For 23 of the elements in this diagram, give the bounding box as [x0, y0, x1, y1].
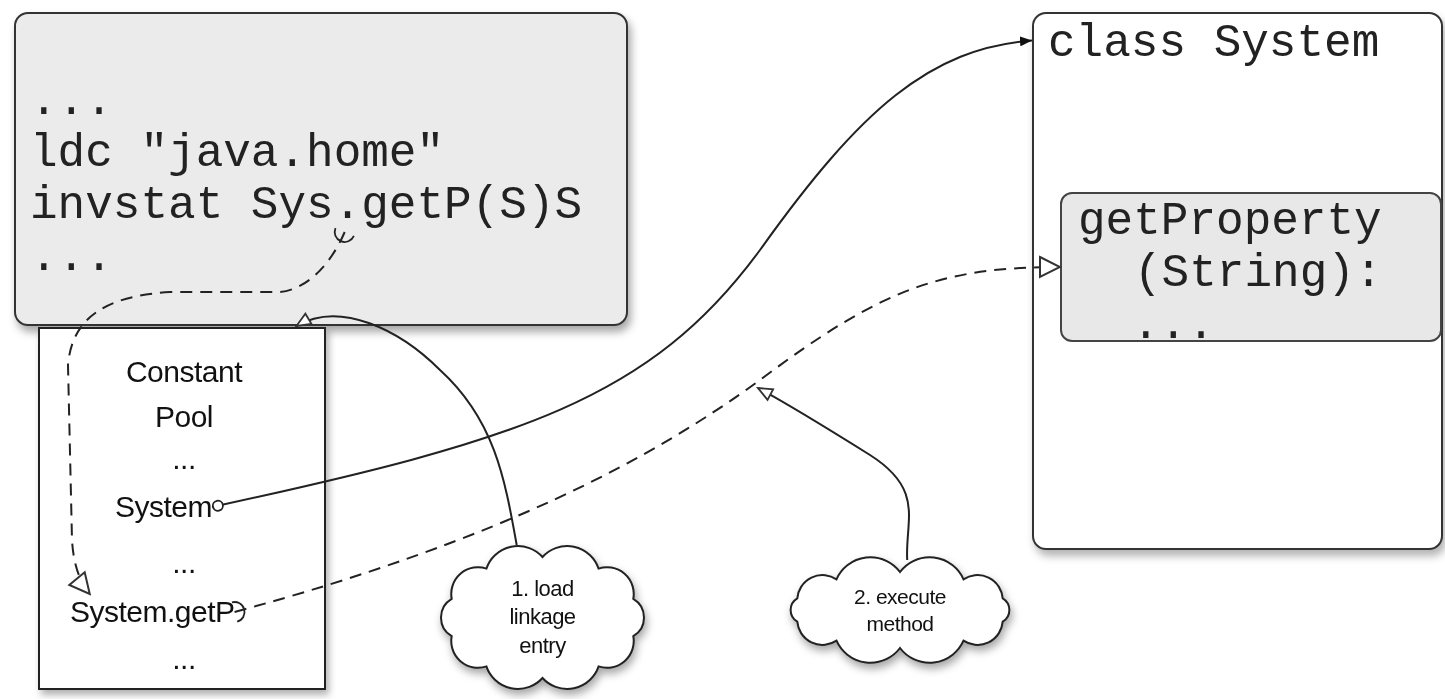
class-title: class System — [1048, 18, 1380, 70]
cloud-text: 1. load linkage entry — [508, 574, 577, 660]
code-line: ... — [30, 76, 113, 128]
method-signature: getProperty (String): — [1078, 196, 1384, 300]
pool-entry: System.getP — [70, 594, 235, 630]
code-line: ... — [30, 232, 113, 284]
leader-line — [757, 387, 910, 561]
pool-text: ... — [171, 545, 197, 581]
pool-text: ... — [171, 641, 197, 677]
method-box — [1060, 192, 1442, 342]
code-line: ldc "java.home" — [30, 128, 445, 180]
constant-pool-box — [38, 327, 326, 690]
arrow — [230, 256, 1061, 623]
arrow — [211, 37, 1033, 512]
pool-text: ... — [171, 441, 197, 477]
pool-text: Constant Pool — [124, 354, 244, 435]
arrow — [67, 226, 355, 595]
code-panel — [14, 12, 628, 326]
method-signature: ... — [1132, 300, 1215, 352]
arrow — [295, 313, 518, 546]
code-line: invstat Sys.getP(S)S — [30, 180, 583, 232]
class-box — [1032, 12, 1443, 550]
pool-entry: System — [115, 489, 213, 525]
